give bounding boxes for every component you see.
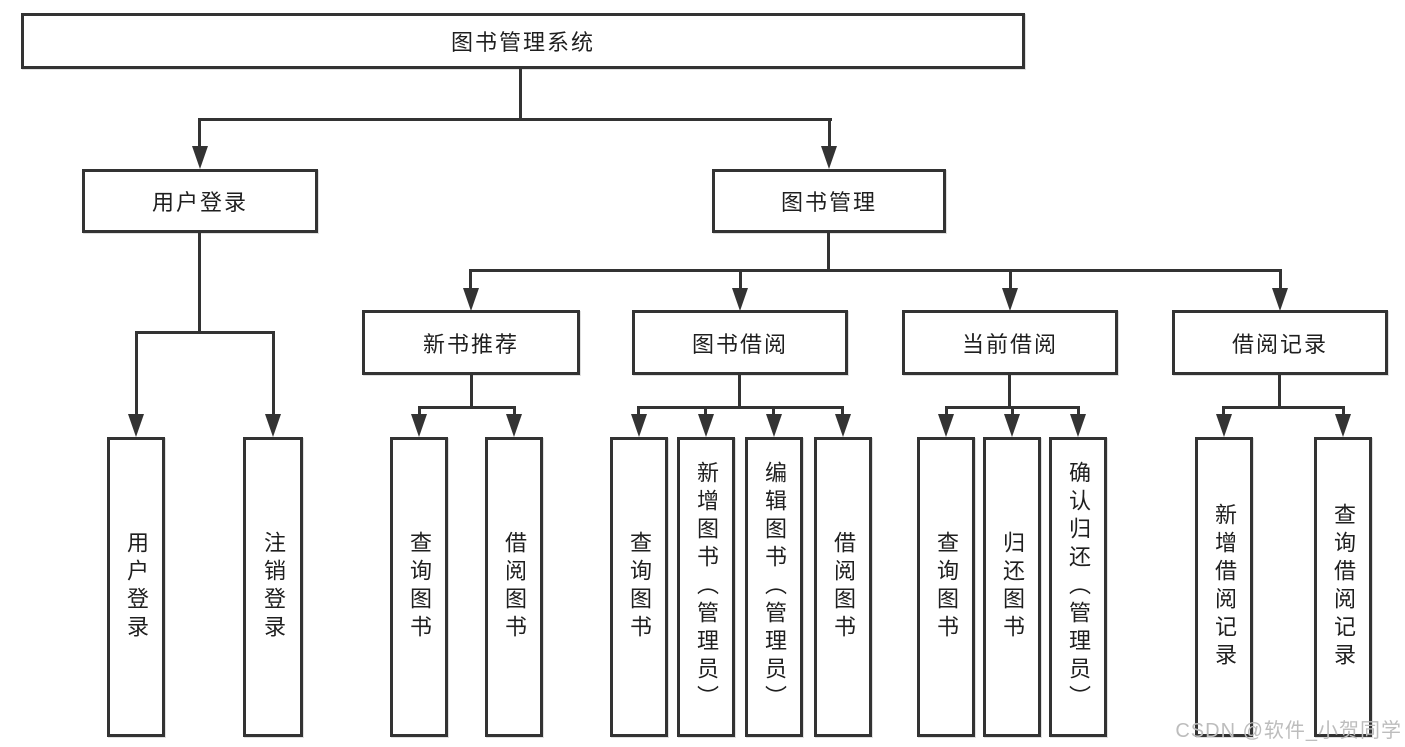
connector-line — [1279, 269, 1282, 290]
leaf-records-add: 新增借阅记录 — [1195, 437, 1253, 737]
arrow-down-icon — [631, 414, 647, 437]
arrow-down-icon — [1002, 288, 1018, 311]
leaf-borrow-query: 查询图书 — [610, 437, 668, 737]
leaf-current-return-label: 归还图书 — [1000, 531, 1025, 643]
arrow-down-icon — [938, 414, 954, 437]
connector-line — [513, 406, 516, 416]
leaf-newbook-query-label: 查询图书 — [407, 531, 432, 643]
arrow-down-icon — [192, 146, 208, 169]
connector-line — [739, 269, 742, 290]
connector-line — [470, 269, 1281, 272]
connector-line — [828, 118, 831, 147]
leaf-logout: 注销登录 — [243, 437, 303, 737]
arrow-down-icon — [821, 146, 837, 169]
arrow-down-icon — [835, 414, 851, 437]
connector-line — [841, 406, 844, 416]
connector-line — [1008, 375, 1011, 409]
leaf-borrow-borrow: 借阅图书 — [814, 437, 872, 737]
connector-line — [199, 118, 832, 121]
node-current-borrow-label: 当前借阅 — [961, 331, 1058, 357]
leaf-borrow-edit: 编辑图书（管理员） — [745, 437, 803, 737]
leaf-current-confirm: 确认归还（管理员） — [1049, 437, 1107, 737]
leaf-newbook-borrow: 借阅图书 — [485, 437, 543, 737]
leaf-borrow-edit-label: 编辑图书（管理员） — [762, 461, 787, 713]
csdn-watermark: CSDN @软件_小贺同学 — [1175, 720, 1402, 742]
connector-line — [272, 331, 275, 416]
node-book-mgmt-label: 图书管理 — [780, 190, 877, 215]
leaf-borrow-query-label: 查询图书 — [627, 531, 652, 643]
arrow-down-icon — [1070, 414, 1086, 437]
arrow-down-icon — [698, 414, 714, 437]
connector-line — [827, 233, 830, 272]
leaf-borrow-add: 新增图书（管理员） — [677, 437, 735, 737]
connector-line — [772, 406, 775, 416]
node-borrow-records-label: 借阅记录 — [1231, 331, 1328, 357]
connector-line — [738, 375, 741, 409]
leaf-newbook-query: 查询图书 — [390, 437, 448, 737]
connector-line — [1342, 406, 1345, 416]
connector-line — [637, 406, 640, 416]
connector-line — [419, 406, 515, 409]
node-borrow-records: 借阅记录 — [1172, 310, 1388, 375]
node-new-book-label: 新书推荐 — [422, 331, 519, 357]
leaf-user-login: 用户登录 — [107, 437, 165, 737]
arrow-down-icon — [1004, 414, 1020, 437]
connector-line — [945, 406, 948, 416]
leaf-current-return: 归还图书 — [983, 437, 1041, 737]
connector-line — [135, 331, 138, 416]
connector-line — [418, 406, 421, 416]
arrow-down-icon — [1335, 414, 1351, 437]
connector-line — [639, 406, 844, 409]
arrow-down-icon — [506, 414, 522, 437]
connector-line — [469, 269, 472, 290]
leaf-borrow-add-label: 新增图书（管理员） — [694, 461, 719, 713]
leaf-current-query: 查询图书 — [917, 437, 975, 737]
node-book-borrow-label: 图书借阅 — [691, 331, 788, 357]
node-root: 图书管理系统 — [21, 13, 1025, 69]
arrow-down-icon — [1272, 288, 1288, 311]
arrow-down-icon — [732, 288, 748, 311]
leaf-records-query-label: 查询借阅记录 — [1331, 503, 1356, 671]
connector-line — [198, 233, 201, 334]
connector-line — [1222, 406, 1225, 416]
arrow-down-icon — [265, 414, 281, 437]
node-new-book: 新书推荐 — [362, 310, 580, 375]
leaf-newbook-borrow-label: 借阅图书 — [502, 531, 527, 643]
leaf-current-query-label: 查询图书 — [934, 531, 959, 643]
connector-line — [1278, 375, 1281, 409]
connector-line — [198, 118, 201, 147]
leaf-current-confirm-label: 确认归还（管理员） — [1066, 461, 1091, 713]
arrow-down-icon — [128, 414, 144, 437]
connector-line — [1009, 269, 1012, 290]
node-book-mgmt: 图书管理 — [712, 169, 946, 233]
connector-line — [519, 69, 522, 120]
connector-line — [470, 375, 473, 409]
leaf-borrow-borrow-label: 借阅图书 — [831, 531, 856, 643]
leaf-user-login-label: 用户登录 — [124, 531, 149, 643]
node-user-login: 用户登录 — [82, 169, 318, 233]
arrow-down-icon — [463, 288, 479, 311]
connector-line — [1011, 406, 1014, 416]
connector-line — [135, 331, 275, 334]
leaf-records-add-label: 新增借阅记录 — [1212, 503, 1237, 671]
arrow-down-icon — [766, 414, 782, 437]
leaf-logout-label: 注销登录 — [261, 531, 286, 643]
node-current-borrow: 当前借阅 — [902, 310, 1118, 375]
node-root-label: 图书管理系统 — [450, 30, 595, 55]
node-user-login-label: 用户登录 — [151, 190, 248, 215]
node-book-borrow: 图书借阅 — [632, 310, 848, 375]
connector-line — [1224, 406, 1344, 409]
leaf-records-query: 查询借阅记录 — [1314, 437, 1372, 737]
connector-line — [1077, 406, 1080, 416]
connector-line — [704, 406, 707, 416]
arrow-down-icon — [1216, 414, 1232, 437]
arrow-down-icon — [411, 414, 427, 437]
